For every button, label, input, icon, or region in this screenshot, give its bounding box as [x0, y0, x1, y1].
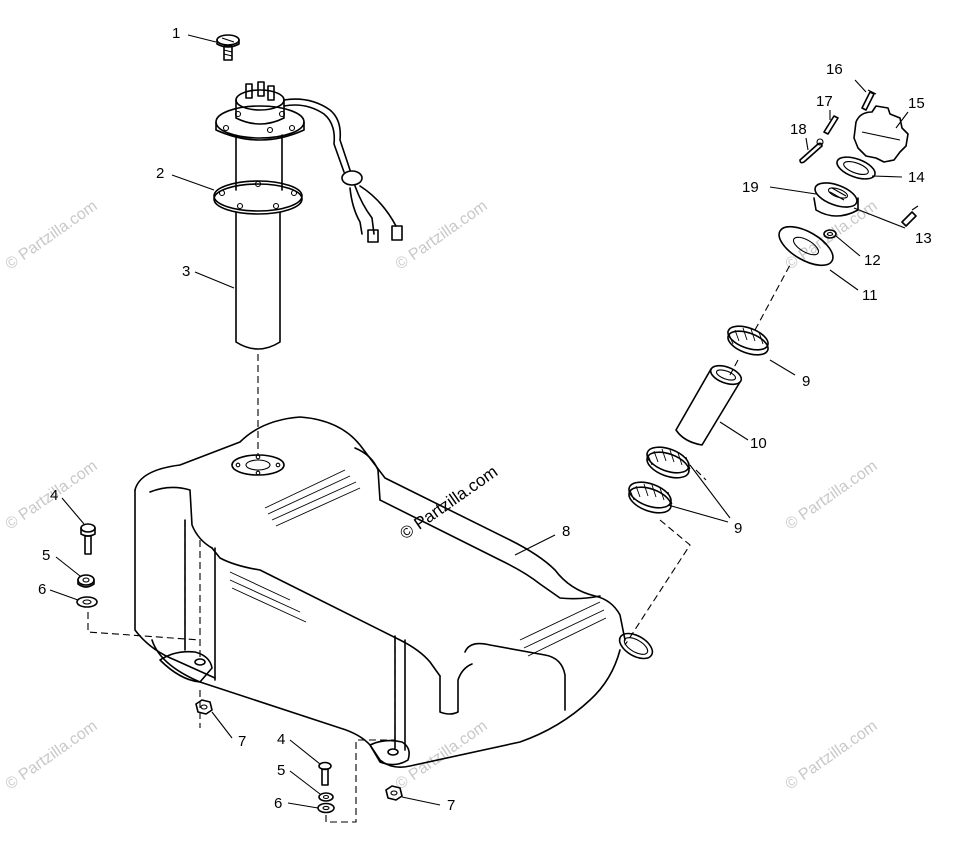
tank-mount-tab-bottom: [369, 739, 410, 766]
callout-16: 16: [826, 61, 843, 78]
callout-10: 10: [750, 435, 767, 452]
callout-9-lower: 9: [734, 520, 742, 537]
ring-part-18: [799, 138, 824, 164]
seal-part-14: [836, 156, 876, 180]
callout-4-left: 4: [50, 487, 58, 504]
watermark-bottom-center: © Partzilla.com: [393, 718, 491, 794]
callout-15: 15: [908, 95, 925, 112]
washer-part-5-left: [77, 574, 95, 588]
cap-part-15: [853, 105, 909, 163]
callout-7-left: 7: [238, 733, 246, 750]
fuel-tank-part-8: [134, 416, 654, 768]
bushing-part-12: [823, 229, 837, 239]
filler-hose-part-10: [675, 364, 743, 446]
clamp-part-9-lower-a: [628, 481, 673, 514]
bolt-part-4-bottom: [318, 761, 332, 786]
callout-9-upper: 9: [802, 373, 810, 390]
watermark-top-left: © Partzilla.com: [3, 198, 101, 274]
gasket-part-2: [213, 180, 303, 215]
callout-labels: 1 2 3 4 5 6 7 4 5 6 7 8 9 10 9 11 12 13 …: [38, 25, 932, 814]
sender-tube-part-3: [235, 134, 283, 350]
callout-13: 13: [915, 230, 932, 247]
callout-7-bottom: 7: [447, 797, 455, 814]
sender-wire-harness: [283, 98, 403, 243]
callout-4-bottom: 4: [277, 731, 285, 748]
watermark-top-center: © Partzilla.com: [393, 198, 491, 274]
watermark-mid-right: © Partzilla.com: [783, 458, 881, 534]
callout-6-left: 6: [38, 581, 46, 598]
bolt-part-4-left: [80, 523, 96, 555]
nut-part-7-left: [195, 699, 213, 715]
callout-18: 18: [790, 121, 807, 138]
sender-head: [215, 81, 305, 141]
clamp-part-9-lower-b: [646, 446, 691, 479]
watermark-bottom-right: © Partzilla.com: [783, 718, 881, 794]
callout-19: 19: [742, 179, 759, 196]
filler-assembly: [624, 89, 919, 646]
callout-5-bottom: 5: [277, 762, 285, 779]
callout-17: 17: [816, 93, 833, 110]
callout-6-bottom: 6: [274, 795, 282, 812]
screw-part-16: [861, 89, 877, 111]
clamp-part-9-upper: [727, 325, 769, 356]
washer-part-6-left: [76, 596, 98, 608]
screw-part-1: [216, 34, 240, 61]
watermark-bottom-left: © Partzilla.com: [3, 718, 101, 794]
callout-12: 12: [864, 252, 881, 269]
callout-1: 1: [172, 25, 180, 42]
tank-filler-neck: [618, 632, 654, 660]
leader-lines: [49, 34, 909, 809]
washer-part-6-bottom: [317, 802, 335, 814]
leader-8: [514, 534, 556, 556]
callout-11: 11: [862, 287, 878, 304]
watermark-center: © Partzilla.com: [396, 462, 501, 543]
mounting-hardware-left: [76, 523, 213, 728]
callout-2: 2: [156, 165, 164, 182]
fuel-sender-assembly: [213, 34, 403, 455]
tether-part-17: [823, 115, 839, 135]
callout-3: 3: [182, 263, 190, 280]
mounting-hardware-bottom: [317, 739, 403, 823]
tank-mount-tab-left: [159, 650, 213, 683]
callout-8: 8: [562, 523, 570, 540]
tank-sender-opening: [231, 454, 285, 476]
callout-14: 14: [908, 169, 925, 186]
gasket-part-11: [778, 225, 834, 267]
washer-part-5-bottom: [318, 792, 334, 802]
callout-5-left: 5: [42, 547, 50, 564]
screw-part-13: [901, 205, 919, 227]
nut-part-7-bottom: [385, 785, 403, 801]
